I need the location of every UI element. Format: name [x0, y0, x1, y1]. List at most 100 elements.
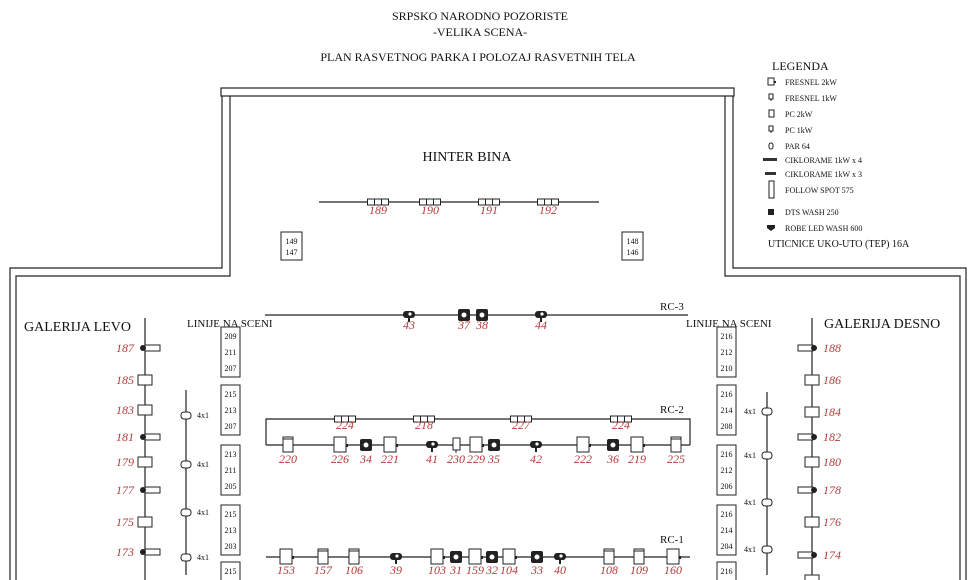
channel-number: 211 [225, 466, 237, 475]
fixture-label: 103 [428, 563, 446, 577]
channel-box-right [716, 444, 737, 496]
socket-box-right [621, 231, 644, 261]
fixture-label: 188 [823, 341, 841, 355]
fresnel-2kw-icon [666, 548, 680, 565]
dts-lens-icon [490, 441, 498, 449]
legend-item-label: DTS WASH 250 [785, 208, 839, 217]
legend-item-label: CIKLORAME 1kW x 4 [785, 156, 862, 165]
par-count-label: 4x1 [197, 460, 209, 469]
ciklorame-4-icon [763, 158, 777, 161]
ciklorame-icon [367, 198, 389, 206]
legend-item-label: PAR 64 [785, 142, 810, 151]
follow-spot-icon [144, 548, 161, 556]
robe-led-wash-icon [767, 225, 775, 231]
legend-item-label: FOLLOW SPOT 575 [785, 186, 854, 195]
fresnel-2kw-icon [502, 548, 516, 565]
fresnel-2kw-icon [469, 436, 483, 453]
fixture-label: 224 [336, 418, 354, 432]
fixture-label: 227 [512, 418, 531, 432]
legend-title: LEGENDA [772, 59, 829, 73]
channel-number: 216 [721, 390, 733, 399]
follow-spot-head-icon [811, 552, 817, 558]
fixture-label: 36 [606, 452, 619, 466]
channel-box-left [220, 504, 241, 556]
channel-number: 216 [721, 332, 733, 341]
dts-lens-icon [533, 553, 541, 561]
fixture-label: 160 [664, 563, 682, 577]
channel-box-right [716, 384, 737, 436]
fresnel-lens-icon [589, 444, 591, 447]
fixture-label: 106 [345, 563, 363, 577]
fixture-label: 41 [426, 452, 438, 466]
pc-1kw-icon [452, 437, 461, 451]
follow-spot-icon [797, 551, 814, 559]
fixture-label: 43 [403, 318, 415, 332]
channel-number: 213 [225, 526, 237, 535]
fixture-label: 175 [116, 515, 134, 529]
channel-number: 213 [225, 406, 237, 415]
dts-lens-icon [488, 553, 496, 561]
fixture-label: 229 [467, 452, 485, 466]
fixture-label: 191 [480, 203, 498, 217]
linije-na-sceni-left: LINIJE NA SCENI [187, 318, 273, 330]
legend: LEGENDA UTICNICE UKO-UTO (TEP) 16A FRESN… [763, 59, 910, 250]
socket-box-left [280, 231, 303, 261]
ciklorame-icon [419, 198, 441, 206]
fixture-label: 109 [630, 563, 648, 577]
fixture-label: 39 [389, 563, 402, 577]
par64-icon [761, 407, 773, 416]
pc-2kw-icon [670, 436, 682, 453]
linije-na-sceni-right: LINIJE NA SCENI [686, 318, 772, 330]
par-count-label: 4x1 [744, 451, 756, 460]
pc-2kw-icon [633, 548, 645, 565]
legend-item-label: FRESNEL 1kW [785, 94, 837, 103]
par-count-label: 4x1 [197, 553, 209, 562]
channel-box-left [220, 326, 241, 378]
fresnel-box-icon [804, 456, 820, 468]
title-line-3: PLAN RASVETNOG PARKA I POLOZAJ RASVETNIH… [320, 50, 636, 64]
par64-icon [761, 498, 773, 507]
channel-number: 214 [721, 526, 733, 535]
follow-spot-icon [144, 433, 161, 441]
fresnel-box-icon [137, 374, 153, 386]
ciklorame-icon [334, 415, 356, 423]
ciklorame-icon [537, 198, 559, 206]
fixture-label: 185 [116, 373, 134, 387]
follow-spot-head-icon [811, 434, 817, 440]
galerija-levo-label: GALERIJA LEVO [24, 320, 131, 335]
fixture-label: 33 [530, 563, 543, 577]
par64-icon [761, 545, 773, 554]
channel-box-right [716, 504, 737, 556]
fixture-label: 173 [116, 545, 134, 559]
fresnel-2kw-icon [279, 548, 293, 565]
fresnel-2kw-icon [576, 436, 590, 453]
led-lens-icon [535, 442, 539, 446]
title-line-2: -VELIKA SCENA- [433, 25, 527, 39]
fixture-label: 224 [612, 418, 630, 432]
channel-number: 207 [225, 364, 237, 373]
fixture-label: 187 [116, 341, 135, 355]
follow-spot-icon [144, 344, 161, 352]
fresnel-lens-icon [346, 444, 348, 447]
rc2-label: RC-2 [660, 404, 684, 416]
follow-spot-head-icon [140, 345, 146, 351]
fresnel-lens-icon [443, 556, 445, 559]
par64-icon [761, 451, 773, 460]
par64-icon [180, 508, 192, 517]
pc-1kw-icon [768, 125, 774, 132]
follow-spot-icon [797, 344, 814, 352]
socket-number: 146 [627, 248, 639, 257]
rc1-label: RC-1 [660, 534, 684, 546]
pc-2kw-icon [348, 548, 360, 565]
par64-icon [180, 411, 192, 420]
ciklorame-icon [610, 415, 632, 423]
galerija-desno-label: GALERIJA DESNO [824, 317, 940, 332]
fresnel-lens-icon [482, 444, 484, 447]
socket-number: 149 [286, 237, 298, 246]
channel-number: 215 [225, 510, 237, 519]
stage-walls [9, 87, 967, 580]
fixture-label: 177 [116, 483, 135, 497]
fixture-label: 184 [823, 405, 841, 419]
channel-number: 212 [721, 466, 733, 475]
channel-number: 216 [721, 567, 733, 576]
